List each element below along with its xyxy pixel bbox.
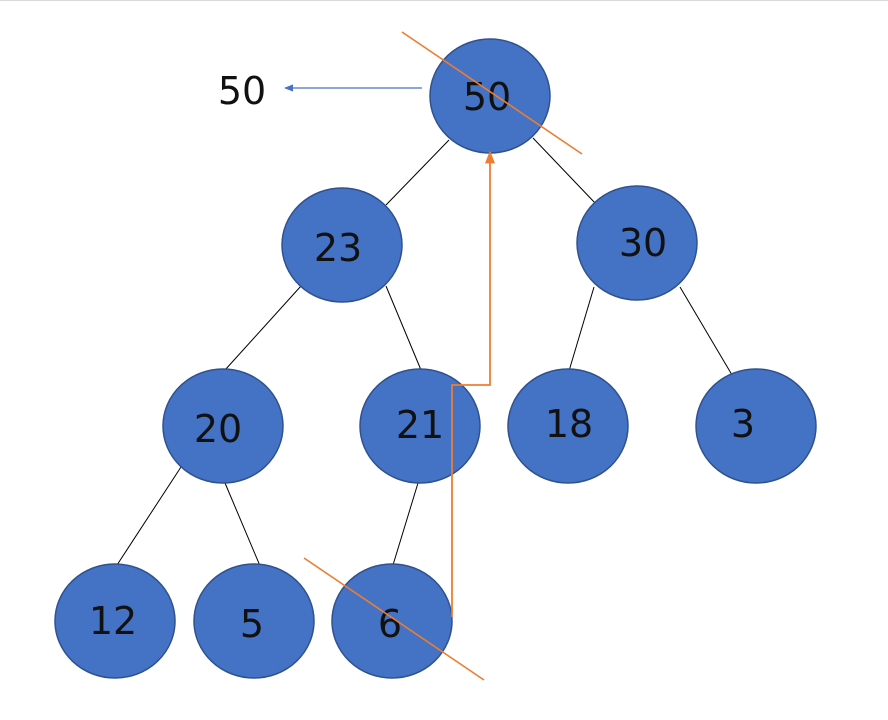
node-23: 23 — [281, 187, 403, 303]
node-circle — [331, 563, 453, 679]
node-label: 21 — [396, 403, 444, 447]
node-label: 3 — [731, 402, 755, 446]
node-label: 50 — [463, 75, 511, 119]
node-circle — [162, 368, 284, 484]
edge-23-21 — [385, 285, 422, 371]
edge-30-18 — [568, 286, 595, 372]
node-circle — [576, 185, 698, 301]
top-border — [0, 0, 888, 1]
node-label: 20 — [194, 407, 242, 451]
node-circle — [507, 368, 629, 484]
node-6: 6 — [331, 563, 453, 679]
edge-50-30 — [532, 137, 597, 205]
node-label: 23 — [314, 226, 362, 270]
edges-layer — [116, 137, 736, 581]
edge-50-23 — [385, 139, 450, 206]
overlay-layer — [284, 31, 583, 681]
node-label: 5 — [240, 602, 264, 646]
node-label: 6 — [378, 602, 402, 646]
edge-20-12 — [116, 466, 182, 566]
node-5: 5 — [193, 563, 315, 679]
move-arrow — [451, 150, 496, 617]
node-circle — [359, 368, 481, 484]
node-20: 20 — [162, 368, 284, 484]
node-label: 30 — [619, 221, 667, 265]
extracted-value-label: 50 — [218, 69, 266, 113]
node-circle — [695, 368, 817, 484]
node-3: 3 — [695, 368, 817, 484]
node-circle — [193, 563, 315, 679]
edge-21-6 — [392, 482, 419, 566]
nodes-layer: 50 23 30 20 21 18 3 12 5 6 — [54, 38, 817, 679]
node-50: 50 — [429, 38, 551, 154]
node-18: 18 — [507, 368, 629, 484]
node-circle — [281, 187, 403, 303]
node-30: 30 — [576, 185, 698, 301]
node-label: 12 — [89, 599, 137, 643]
node-12: 12 — [54, 563, 176, 679]
strike-line-50 — [401, 31, 583, 155]
strike-line-6 — [303, 557, 485, 681]
edge-30-3 — [679, 286, 736, 381]
node-circle — [54, 563, 176, 679]
node-21: 21 — [359, 368, 481, 484]
edge-23-20 — [224, 285, 302, 371]
node-label: 18 — [545, 402, 593, 446]
